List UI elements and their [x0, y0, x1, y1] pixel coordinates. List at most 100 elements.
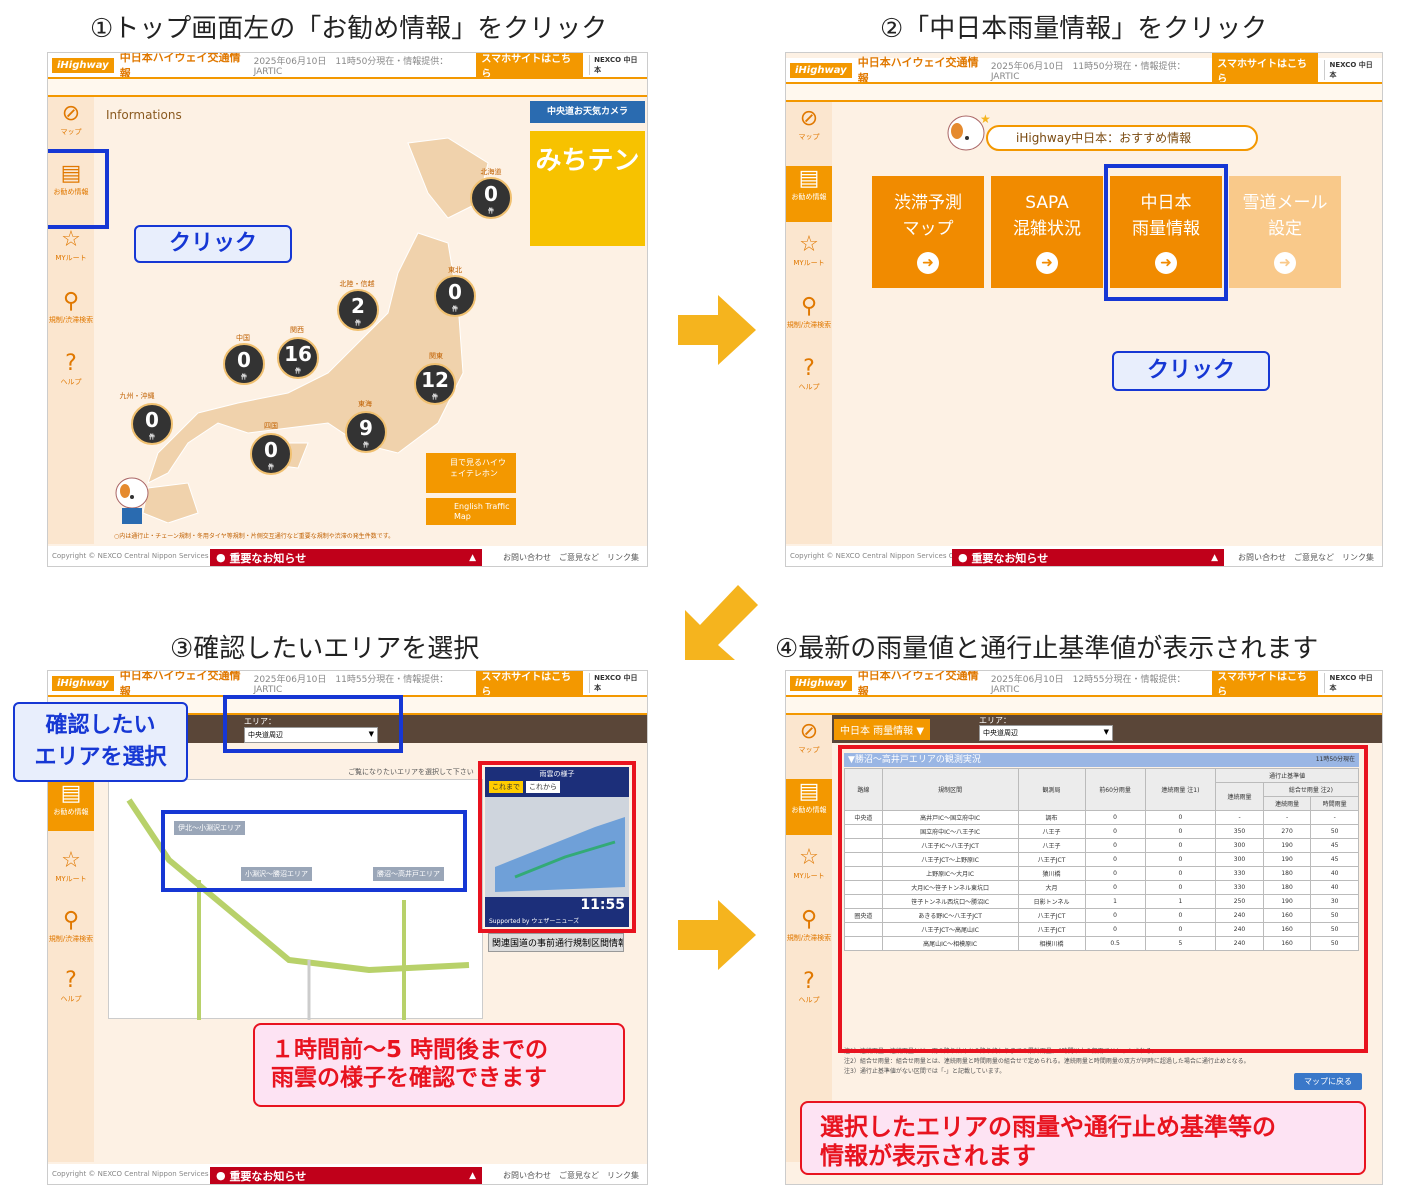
sidebar-item-myroute[interactable]: ☆MYルート — [48, 227, 94, 263]
rainfall-menu[interactable]: 中日本 雨量情報 ▼ — [834, 719, 931, 740]
document-icon: ▤ — [798, 166, 820, 191]
ihighway-logo[interactable]: iHighway — [52, 675, 114, 691]
rain-radar-panel[interactable]: 雨雲の様子 これまで これから 11:55 Supported by ウェザーニ… — [485, 767, 629, 927]
sub-bar — [786, 695, 1382, 715]
search-icon: ⚲ — [800, 907, 818, 932]
sidebar-item-recommend[interactable]: ▤お勧め情報 — [48, 161, 94, 197]
region-label: 東北 — [448, 266, 462, 274]
highlight-rain-radar — [478, 761, 636, 933]
tile-rainfall-info[interactable]: 中日本 雨量情報➜ — [1110, 176, 1222, 288]
pre-regulation-link[interactable]: 関連国道の事前通行規制区間情報 — [488, 933, 624, 952]
english-map-banner[interactable]: English Traffic Map — [426, 498, 516, 525]
highway-telephone-banner[interactable]: 目で見るハイウェイテレホン — [426, 453, 516, 493]
sidebar-item-help[interactable]: ?ヘルプ — [786, 356, 832, 392]
recommend-banner: iHighway中日本：おすすめ情報 — [986, 125, 1258, 151]
sidebar-item-search[interactable]: ⚲規制/渋滞検索 — [48, 289, 94, 324]
region-label: 関西 — [290, 326, 304, 334]
footer-links[interactable]: お問い合わせ ご意見など リンク集 — [1238, 553, 1374, 562]
expand-icon[interactable]: ▲ — [1211, 552, 1218, 563]
compass-icon: ⊘ — [61, 101, 81, 126]
tab-future[interactable]: これから — [526, 781, 560, 793]
screenshot-recommend-page: iHighway 中日本ハイウェイ交通情報 2025年06月10日 11時50分… — [785, 52, 1383, 567]
alert-icon: ● — [958, 551, 972, 564]
site-header: iHighway 中日本ハイウェイ交通情報 2025年06月10日 11時55分… — [48, 671, 647, 700]
area-button[interactable]: 勝沼～高井戸エリア — [373, 867, 444, 881]
ihighway-logo[interactable]: iHighway — [790, 675, 852, 691]
important-notice-bar[interactable]: ● 重要なお知らせ▲ — [210, 1167, 482, 1184]
weather-camera-banner[interactable]: 中央道お天気カメラ — [530, 101, 645, 123]
rain-radar-credit: Supported by ウェザーニューズ — [489, 918, 580, 925]
star-icon: ☆ — [799, 845, 819, 870]
sidebar-item-help[interactable]: ?ヘルプ — [786, 969, 832, 1005]
expand-icon[interactable]: ▲ — [469, 1170, 476, 1181]
sidebar-item-search[interactable]: ⚲規制/渋滞検索 — [786, 907, 832, 942]
sidebar-item-recommend[interactable]: ▤お勧め情報 — [786, 166, 832, 222]
arrow-circle-icon: ➜ — [1036, 252, 1058, 274]
sidebar-item-search[interactable]: ⚲規制/渋滞検索 — [786, 294, 832, 329]
sidebar: ⊘マップ ▤お勧め情報 ☆MYルート ⚲規制/渋滞検索 ?ヘルプ — [786, 715, 832, 1162]
step1-title: ①トップ画面左の「お勧め情報」をクリック — [90, 14, 608, 44]
sidebar-item-recommend[interactable]: ▤お勧め情報 — [48, 781, 94, 831]
sub-bar — [786, 82, 1382, 102]
area-select[interactable]: 中央道周辺▼ — [244, 727, 378, 743]
area-label: エリア： — [244, 717, 276, 726]
sidebar-item-map[interactable]: ⊘マップ — [786, 106, 832, 142]
highlight-area-buttons — [161, 810, 467, 892]
ihighway-logo[interactable]: iHighway — [52, 57, 114, 73]
important-notice-bar[interactable]: ● 重要なお知らせ▲ — [952, 549, 1224, 566]
area-select[interactable]: 中央道周辺▼ — [979, 725, 1113, 741]
expand-icon[interactable]: ▲ — [469, 552, 476, 563]
area-label: エリア： — [979, 716, 1011, 725]
sidebar-item-help[interactable]: ?ヘルプ — [48, 968, 94, 1004]
chevron-down-icon: ▼ — [916, 726, 925, 737]
footer-links[interactable]: お問い合わせ ご意見など リンク集 — [503, 1171, 639, 1180]
footer-links[interactable]: お問い合わせ ご意見など リンク集 — [503, 553, 639, 562]
tab-past[interactable]: これまで — [489, 781, 523, 793]
area-button[interactable]: 小淵沢～勝沼エリア — [241, 867, 312, 881]
screenshot-rainfall-table: iHighway 中日本ハイウェイ交通情報 2025年06月10日 12時55分… — [785, 670, 1383, 1185]
route-map[interactable] — [108, 779, 483, 1020]
star-icon: ☆ — [61, 848, 81, 873]
arrow-right-icon — [678, 900, 756, 970]
site-name: 中日本ハイウェイ交通情報 — [119, 670, 241, 698]
sidebar-item-help[interactable]: ?ヘルプ — [48, 351, 94, 387]
tile-sapa-congestion[interactable]: SAPA 混雑状況➜ — [991, 176, 1103, 288]
important-notice-bar[interactable]: ● 重要なお知らせ▲ — [210, 549, 482, 566]
sidebar-item-map[interactable]: ⊘マップ — [786, 719, 832, 755]
star-icon: ☆ — [61, 227, 81, 252]
ihighway-logo[interactable]: iHighway — [790, 62, 852, 78]
area-button[interactable]: 伊北～小淵沢エリア — [174, 821, 245, 835]
sidebar: ▤お勧め情報 ☆MYルート ⚲規制/渋滞検索 ?ヘルプ — [48, 743, 94, 1162]
timestamp: 2025年06月10日 12時55分現在・情報提供：JARTIC — [990, 674, 1186, 695]
michiten-app-banner[interactable]: みちテン — [530, 131, 645, 246]
region-label: 九州・沖縄 — [119, 392, 155, 400]
sidebar-item-myroute[interactable]: ☆MYルート — [48, 848, 94, 884]
map-note: ○内は通行止・チェーン規制・冬用タイヤ等規制・片側交互通行など重要な規制や渋滞の… — [114, 533, 395, 540]
sidebar-item-myroute[interactable]: ☆MYルート — [786, 845, 832, 881]
tile-congestion-forecast[interactable]: 渋滞予測 マップ➜ — [872, 176, 984, 288]
step3-title: ③確認したいエリアを選択 — [170, 634, 480, 664]
back-to-map-button[interactable]: マップに戻る — [1294, 1073, 1362, 1090]
sidebar-item-recommend[interactable]: ▤お勧め情報 — [786, 779, 832, 835]
smartphone-site-link[interactable]: スマホサイトはこちら — [1212, 53, 1319, 87]
sidebar-item-map[interactable]: ⊘マップ — [48, 101, 94, 137]
table-callout: 選択したエリアの雨量や通行止め基準等の 情報が表示されます — [800, 1101, 1366, 1175]
arrow-right-icon — [678, 295, 756, 365]
tile-snow-mail[interactable]: 雪道メール 設定➜ — [1229, 176, 1341, 288]
nexco-logo: NEXCO 中日本 — [589, 673, 643, 693]
sidebar-item-search[interactable]: ⚲規制/渋滞検索 — [48, 908, 94, 943]
document-icon: ▤ — [60, 781, 82, 806]
sidebar-item-myroute[interactable]: ☆MYルート — [786, 232, 832, 268]
